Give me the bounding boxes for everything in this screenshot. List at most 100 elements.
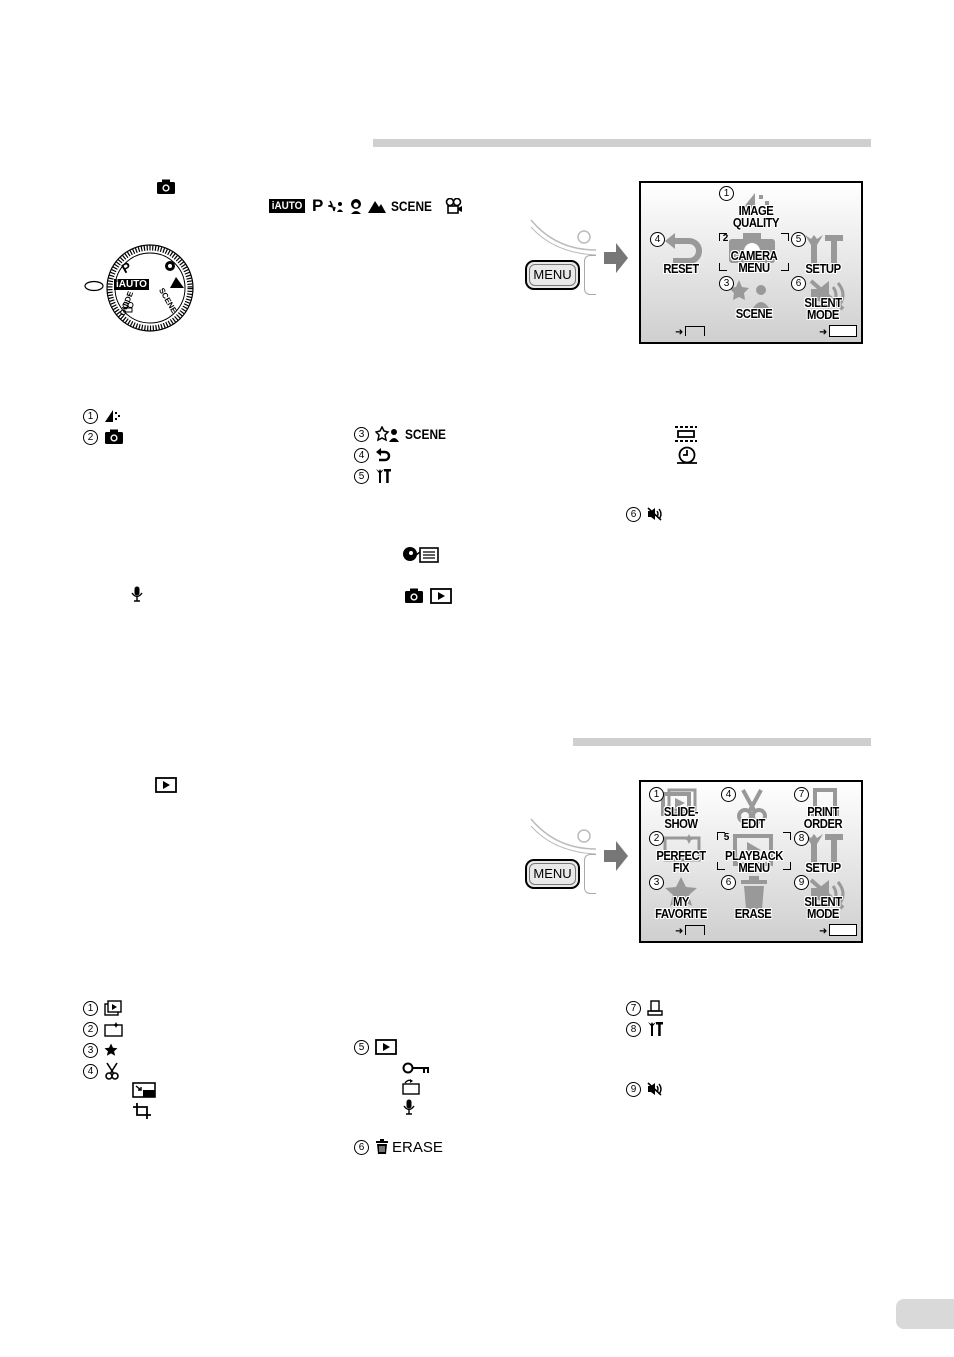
silent-small-icon [647, 507, 662, 521]
setup-icon [805, 834, 843, 868]
image-quality-small-icon [105, 410, 120, 422]
button-edge-bottom [584, 854, 596, 894]
label-slideshow: SLIDE-SHOW [663, 805, 699, 831]
screen-number-4: 4 [721, 787, 736, 802]
edit-icon [737, 789, 767, 824]
section-header-bar-shooting [373, 139, 871, 147]
perfect-fix-small-icon [104, 1022, 123, 1037]
play-item-2: 2 [83, 1020, 124, 1038]
protect-key-icon [402, 1062, 429, 1074]
menu-button-top[interactable]: MENU [525, 260, 580, 290]
footer-ok-box-icon [829, 325, 857, 337]
image-quality-icon [739, 193, 769, 213]
button-edge-top [584, 255, 596, 295]
playback-small-icon [375, 1039, 397, 1055]
trash-small-icon [376, 1139, 388, 1154]
label-setup: SETUP [805, 861, 841, 875]
selection-bracket-tr [783, 832, 791, 840]
landscape-icon [368, 201, 387, 213]
screen-number-8: 8 [794, 831, 809, 846]
play-item-4: 4 [83, 1062, 120, 1080]
scene-mode-label: SCENE [391, 198, 433, 214]
footer-ok-arrow-icon: ➜ [819, 327, 828, 338]
screen-number-4: 4 [650, 232, 665, 247]
scene-text: SCENE [405, 426, 446, 442]
clock-small-icon [677, 446, 697, 464]
screen-number-7: 7 [794, 787, 809, 802]
silent-mode-icon [809, 279, 845, 311]
screen-number-3: 3 [649, 875, 664, 890]
screen-number-1: 1 [719, 186, 734, 201]
item-number: 3 [83, 1042, 98, 1058]
arrow-right-icon [604, 841, 628, 871]
print-order-icon [811, 788, 839, 816]
crop-small-icon [133, 1103, 151, 1119]
page-number-tab [896, 1299, 954, 1329]
play-item-3: 3 [83, 1041, 118, 1059]
rotate-icon [402, 1079, 420, 1095]
shoot-item-5: 5 [354, 467, 391, 485]
screen-number-3: 3 [719, 276, 734, 291]
shoot-item-2: 2 [83, 428, 124, 446]
selection-bracket-tl [719, 233, 727, 241]
camera-small-icon [105, 429, 123, 444]
display-small-icon [675, 426, 697, 442]
item-number: 7 [626, 1000, 641, 1016]
star-small-icon [104, 1043, 118, 1056]
shoot-item-6: 6 [626, 505, 663, 523]
mode-dial-arc-bottom [530, 818, 597, 854]
silent-mode-icon [809, 878, 845, 910]
menu-button-label: MENU [533, 866, 572, 881]
selection-bracket-bl [717, 862, 725, 870]
playback-menu-icon [733, 834, 773, 866]
selection-bracket-tl [717, 832, 725, 840]
label-edit: EDIT [741, 817, 765, 831]
item-number: 1 [83, 408, 98, 424]
my-favorite-icon [665, 877, 697, 906]
movie-icon [445, 198, 462, 214]
selection-bracket-tr [781, 233, 789, 241]
silent-small-icon [647, 1082, 662, 1096]
menu-button-bottom[interactable]: MENU [525, 859, 580, 889]
camera-icon [157, 179, 175, 194]
microphone-icon [131, 586, 143, 602]
play-item-6: 6 ERASE [354, 1138, 443, 1156]
iauto-badge: iAUTO [269, 199, 306, 213]
screen-number-1: 1 [649, 787, 664, 802]
item-number: 5 [354, 1039, 369, 1055]
arrow-right-icon [604, 243, 628, 273]
mode-dial-arc-top [530, 219, 597, 255]
playback-mode-icon [430, 588, 452, 604]
item-number: 9 [626, 1081, 641, 1097]
screen-number-5: 5 [723, 832, 730, 843]
camera-mode-icon [405, 588, 423, 603]
dial-portrait-icon [165, 261, 175, 271]
label-scene: SCENE [735, 307, 773, 321]
item-number: 6 [626, 506, 641, 522]
erase-icon [741, 876, 767, 909]
footer-back-button-icon [685, 326, 705, 336]
item-number: 4 [354, 447, 369, 463]
mode-dial[interactable]: iAUTO P GUIDE SCENE [84, 242, 196, 334]
shoot-item-1: 1 [83, 407, 122, 425]
selection-bracket-bl [719, 263, 727, 271]
reset-small-icon [376, 448, 391, 462]
screen-number-2: 2 [722, 233, 729, 244]
label-setup: SETUP [805, 262, 841, 276]
mode-symbols-row: iAUTO P SCENE [267, 196, 463, 216]
play-item-7: 7 [626, 999, 663, 1017]
shoot-item-4: 4 [354, 446, 391, 464]
slideshow-icon [661, 788, 697, 816]
program-mode-label: P [312, 196, 324, 215]
item-number: 2 [83, 1021, 98, 1037]
night-portrait-icon [328, 200, 344, 212]
play-item-9: 9 [626, 1080, 663, 1098]
playback-icon [155, 777, 177, 793]
